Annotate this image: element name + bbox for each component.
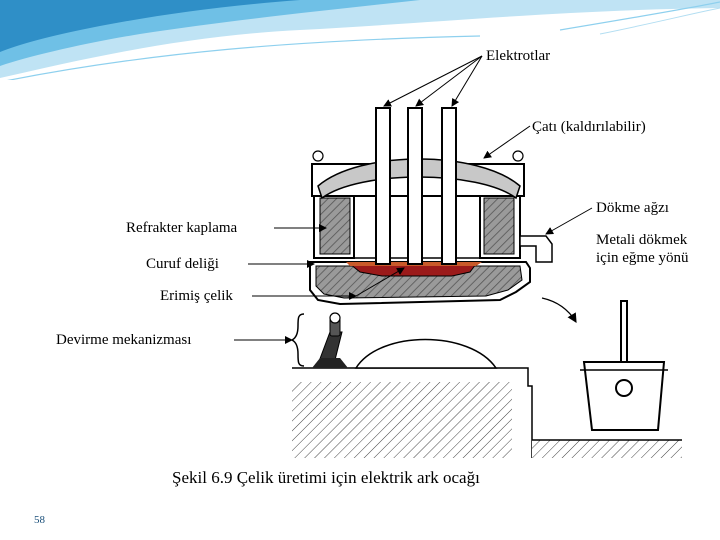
rocker-base bbox=[354, 338, 498, 369]
label-molten-steel: Erimiş çelik bbox=[160, 288, 233, 304]
wave-line-3 bbox=[599, 7, 720, 35]
leader-electrodes-2 bbox=[415, 55, 483, 107]
wave-line-2 bbox=[559, 1, 720, 31]
ladle-pivot bbox=[615, 379, 633, 397]
electrode-1 bbox=[375, 107, 391, 265]
label-pour-spout: Dökme ağzı bbox=[596, 200, 669, 216]
leader-pour-spout bbox=[545, 207, 593, 235]
pouring-spout bbox=[519, 235, 553, 263]
leader-electrodes-3 bbox=[451, 55, 483, 107]
leader-molten-steel-elbow bbox=[355, 267, 405, 297]
roof-lifting-lug-left bbox=[312, 150, 324, 162]
figure-caption: Şekil 6.9 Çelik üretimi için elektrik ar… bbox=[172, 468, 480, 487]
tilt-direction-arrow bbox=[541, 297, 577, 324]
header-wave-decoration bbox=[0, 0, 720, 80]
label-roof: Çatı (kaldırılabilir) bbox=[532, 119, 646, 135]
wave-band-dark bbox=[0, 0, 300, 52]
label-refractory: Refrakter kaplama bbox=[126, 220, 238, 236]
pit-floor-hatch bbox=[532, 440, 682, 458]
tilting-mechanism-pivot bbox=[329, 312, 341, 324]
ground-step bbox=[512, 367, 533, 458]
electrode-3 bbox=[441, 107, 457, 265]
label-electrodes: Elektrotlar bbox=[486, 48, 551, 64]
label-tilt-direction-line1: Metali dökmek bbox=[596, 232, 688, 248]
electrode-2 bbox=[407, 107, 423, 265]
label-tilting-mechanism: Devirme mekanizması bbox=[56, 332, 192, 348]
furnace-bottom-hearth bbox=[315, 265, 523, 299]
ground-floor-hatch bbox=[292, 382, 512, 458]
label-slag-hole: Curuf deliği bbox=[146, 256, 219, 272]
label-tilt-direction-line2: için eğme yönü bbox=[596, 250, 689, 266]
leader-electrodes-1 bbox=[383, 55, 483, 107]
wave-line-1 bbox=[7, 35, 481, 80]
tilting-mechanism-base bbox=[312, 358, 348, 368]
leader-roof bbox=[483, 125, 531, 159]
roof-lifting-lug-right bbox=[512, 150, 524, 162]
left-refractory-lining bbox=[319, 197, 351, 255]
right-refractory-lining bbox=[483, 197, 515, 255]
tilting-mechanism-brace bbox=[290, 313, 305, 367]
page-number: 58 bbox=[34, 514, 45, 526]
